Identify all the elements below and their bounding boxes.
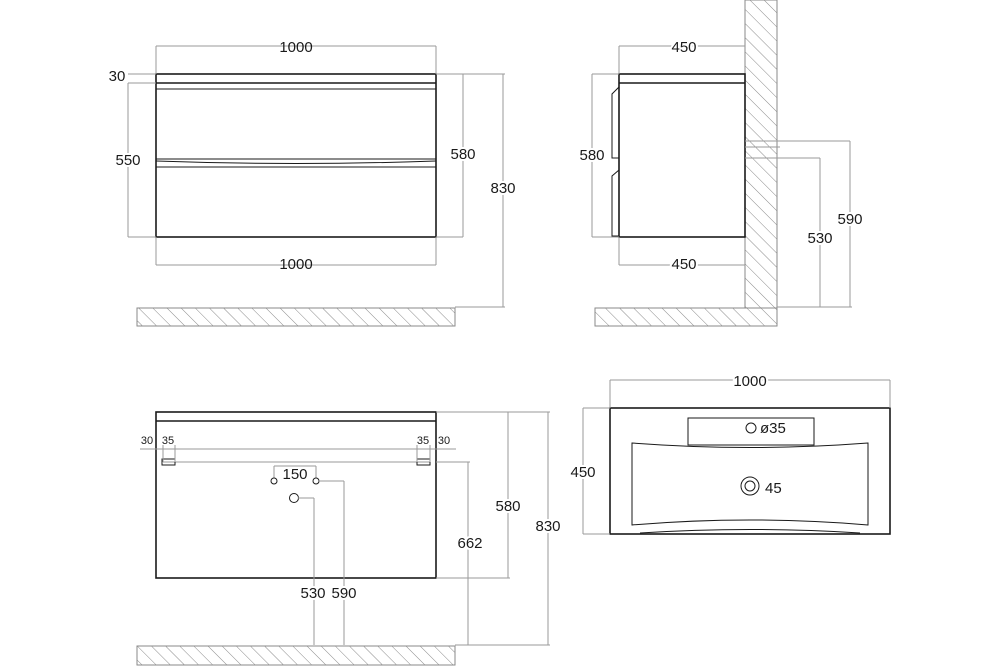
rear-530-label: 530 xyxy=(300,585,325,602)
front-floor-hatch xyxy=(136,307,456,327)
top-tap-hole xyxy=(745,422,757,434)
top-drain-label: 45 xyxy=(765,480,782,497)
front-width-top-label: 1000 xyxy=(279,39,312,56)
front-580-label: 580 xyxy=(450,146,475,163)
rear-drain-hole xyxy=(289,493,299,503)
rear-hole-spacing-label: 150 xyxy=(282,466,307,483)
rear-left-35-label: 35 xyxy=(162,435,174,447)
rear-cabinet-body xyxy=(155,411,437,579)
top-drain-outer xyxy=(740,476,760,496)
top-tap-hole-label: ø35 xyxy=(760,420,786,437)
side-580-label: 580 xyxy=(579,147,604,164)
side-cabinet-body xyxy=(618,73,746,238)
rear-view: 30 35 35 30 150 530 590 662 580 830 xyxy=(136,411,563,666)
rear-floor-hatch xyxy=(136,645,456,666)
rear-590-label: 590 xyxy=(331,585,356,602)
top-bowl-outline xyxy=(631,442,869,526)
side-view: 450 450 580 530 590 xyxy=(577,0,865,327)
front-cabinet-body xyxy=(155,73,437,238)
top-basin-outline xyxy=(609,407,891,535)
top-front-lip xyxy=(639,529,861,534)
front-width-bottom-label: 1000 xyxy=(279,256,312,273)
top-drain-inner xyxy=(744,480,756,492)
top-width-label: 1000 xyxy=(733,373,766,390)
rear-580-label: 580 xyxy=(495,498,520,515)
side-590-label: 590 xyxy=(837,211,862,228)
side-depth-top-label: 450 xyxy=(671,39,696,56)
front-body-height-label: 550 xyxy=(115,152,140,169)
side-wall-hatch xyxy=(744,0,778,309)
front-drawer-split xyxy=(155,158,437,168)
side-530-label: 530 xyxy=(807,230,832,247)
rear-830-label: 830 xyxy=(535,518,560,535)
side-depth-bottom-label: 450 xyxy=(671,256,696,273)
rear-right-30-label: 30 xyxy=(438,435,450,447)
front-top-thickness-label: 30 xyxy=(109,68,126,85)
front-view: 1000 1000 30 550 580 830 xyxy=(109,39,518,327)
front-830-label: 830 xyxy=(490,180,515,197)
side-drawer-handles xyxy=(611,86,620,237)
top-tap-deck xyxy=(687,417,815,446)
rear-left-30-label: 30 xyxy=(141,435,153,447)
rear-right-35-label: 35 xyxy=(417,435,429,447)
top-view: ø35 45 1000 450 xyxy=(568,371,891,535)
side-floor-hatch xyxy=(594,307,778,327)
top-depth-label: 450 xyxy=(570,464,595,481)
rear-662-label: 662 xyxy=(457,535,482,552)
rear-water-hole-left xyxy=(270,477,278,485)
